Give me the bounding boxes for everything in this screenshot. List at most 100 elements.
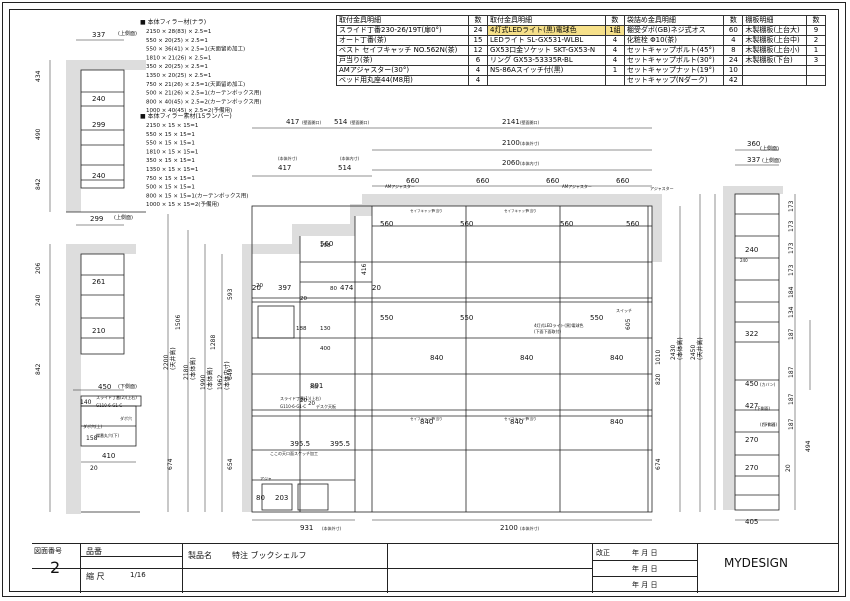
table-cell: 8 bbox=[723, 45, 744, 56]
dim-label: 158 bbox=[86, 435, 98, 442]
dim-label: 322 bbox=[745, 330, 758, 338]
revision-date-3: 年 月 日 bbox=[632, 581, 658, 589]
table-cell bbox=[487, 75, 606, 86]
table-header: 数 bbox=[806, 15, 826, 26]
dim-label: 184 bbox=[788, 286, 795, 298]
table-header: 取付金具明細 bbox=[487, 15, 606, 26]
dim-label: 842 bbox=[35, 363, 42, 375]
revision-label: 改正 bbox=[596, 549, 610, 557]
table-cell: 1 bbox=[806, 45, 826, 56]
table-cell: 4 bbox=[468, 65, 489, 76]
annotation: スイッチ bbox=[616, 308, 632, 313]
dim-label: 514 bbox=[334, 118, 348, 126]
dim-label: (本体外寸) bbox=[322, 525, 342, 531]
notes-heading-1: ■ 本体フィラー材(ナラ) bbox=[140, 18, 206, 26]
dim-label: 397 bbox=[278, 284, 291, 292]
left-side-view bbox=[49, 39, 146, 514]
dim-label: 450 bbox=[98, 383, 111, 391]
front-view bbox=[167, 127, 701, 521]
notes-line: 550 × 15 × 15=1 bbox=[146, 141, 195, 147]
dim-label: 674 bbox=[655, 458, 662, 470]
dim-label: 560 bbox=[320, 240, 333, 248]
annotation: ここの天ロ面スケッチ加工 bbox=[270, 450, 318, 456]
dim-label: 395.5 bbox=[330, 440, 350, 448]
dim-label: 261 bbox=[92, 278, 105, 286]
dim-label: 490 bbox=[35, 128, 42, 140]
annotation: 戸当り bbox=[526, 416, 537, 421]
dim-label: 187 bbox=[788, 393, 795, 405]
annotation: デスク天板 bbox=[316, 403, 336, 409]
table-cell: NS-86Aスイッチ付(黒) bbox=[487, 65, 606, 76]
dim-label: (本体外寸) bbox=[520, 525, 540, 531]
dim-label: 427 bbox=[745, 402, 758, 410]
dim-label: 337 bbox=[92, 31, 105, 39]
ceiling-profile-hatch bbox=[242, 194, 662, 512]
dim-label: 1010 bbox=[655, 350, 662, 365]
notes-line: 1000 × 40(45) × 2.5=2(予備用) bbox=[146, 106, 232, 114]
right-cabinet bbox=[734, 193, 780, 511]
table-cell bbox=[742, 65, 807, 76]
dim-label: 1962 bbox=[217, 375, 224, 390]
scale-label: 縮 尺 bbox=[86, 572, 105, 581]
dim-label: 187 bbox=[788, 328, 795, 340]
table-cell: 4 bbox=[604, 55, 625, 66]
dim-label: 337 bbox=[747, 156, 760, 164]
annotation: スライド丁番(2)(上右) bbox=[96, 394, 137, 400]
notes-line: 550 × 36(41) × 2.5=1(天面留め加工) bbox=[146, 45, 245, 53]
table-cell: セットキャップナット(19°) bbox=[623, 65, 725, 76]
dim-label: 417 bbox=[286, 118, 299, 126]
dim-label: 187 bbox=[788, 366, 795, 378]
annotation: セイフキャッチ bbox=[410, 208, 435, 213]
annotation: スライド丁番(1)(上右) bbox=[280, 395, 321, 401]
dim-label: 649 bbox=[227, 368, 234, 380]
annotation: セイフキャッチ bbox=[504, 208, 529, 213]
table-cell: AMアジャスター(30°) bbox=[335, 65, 470, 76]
annotation: 天板 bbox=[310, 383, 318, 389]
dim-label: 840 bbox=[510, 418, 523, 426]
dim-label: 270 bbox=[745, 464, 758, 472]
dim-label: 134 bbox=[788, 306, 795, 318]
annotation: 戸当り bbox=[432, 416, 443, 421]
notes-line: 2150 × 15 × 15=1 bbox=[146, 123, 198, 129]
dim-label: 198 bbox=[320, 243, 331, 249]
notes-line: 1810 × 21(26) × 2.5=1 bbox=[146, 55, 211, 61]
product-name: 特注 ブックシェルフ bbox=[232, 551, 307, 560]
annotation: (下面下面取付) bbox=[534, 328, 562, 334]
table-cell: GX53口金ソケット SKT-GX53-N bbox=[487, 45, 606, 56]
dim-label: 514 bbox=[338, 164, 352, 172]
table-cell: オート丁番(茶) bbox=[335, 35, 470, 46]
table-cell: 9 bbox=[806, 25, 826, 36]
right-wall-hatch bbox=[723, 194, 735, 510]
notes-line: 350 × 20(25) × 2.5=1 bbox=[146, 64, 208, 70]
dim-label: 840 bbox=[520, 354, 533, 362]
dim-label: 416 bbox=[361, 263, 368, 275]
dim-label: 2100 bbox=[502, 139, 520, 147]
inner-border bbox=[9, 9, 839, 592]
dim-label: 20 bbox=[785, 464, 792, 472]
table-cell: 1 bbox=[604, 65, 625, 76]
dim-label: (下側面) bbox=[118, 383, 137, 390]
revision-date-2: 年 月 日 bbox=[632, 565, 658, 573]
scale-value: 1/16 bbox=[130, 571, 146, 579]
revision-date-1: 年 月 日 bbox=[632, 549, 658, 557]
dim-label: 20 bbox=[300, 296, 307, 302]
lower-left-box bbox=[261, 483, 293, 511]
dim-label: 240 bbox=[745, 246, 758, 254]
dim-label: (天井高) bbox=[696, 337, 704, 360]
annotation: AMアジャスター bbox=[385, 183, 415, 189]
notes-line: 2150 × 28(83) × 2.5=1 bbox=[146, 29, 211, 35]
dim-label: 2100 bbox=[500, 524, 518, 532]
dim-label: 360 bbox=[747, 140, 760, 148]
dim-label: 560 bbox=[626, 220, 639, 228]
dim-label: 410 bbox=[102, 452, 115, 460]
dim-label: (壁面開口) bbox=[520, 119, 540, 125]
table-cell bbox=[806, 75, 826, 86]
table-cell: 木製棚板(上台中) bbox=[742, 35, 807, 46]
table-cell: 42 bbox=[723, 75, 744, 86]
product-label: 製品名 bbox=[188, 551, 212, 560]
annotation: セイフキャッチ bbox=[504, 416, 529, 421]
